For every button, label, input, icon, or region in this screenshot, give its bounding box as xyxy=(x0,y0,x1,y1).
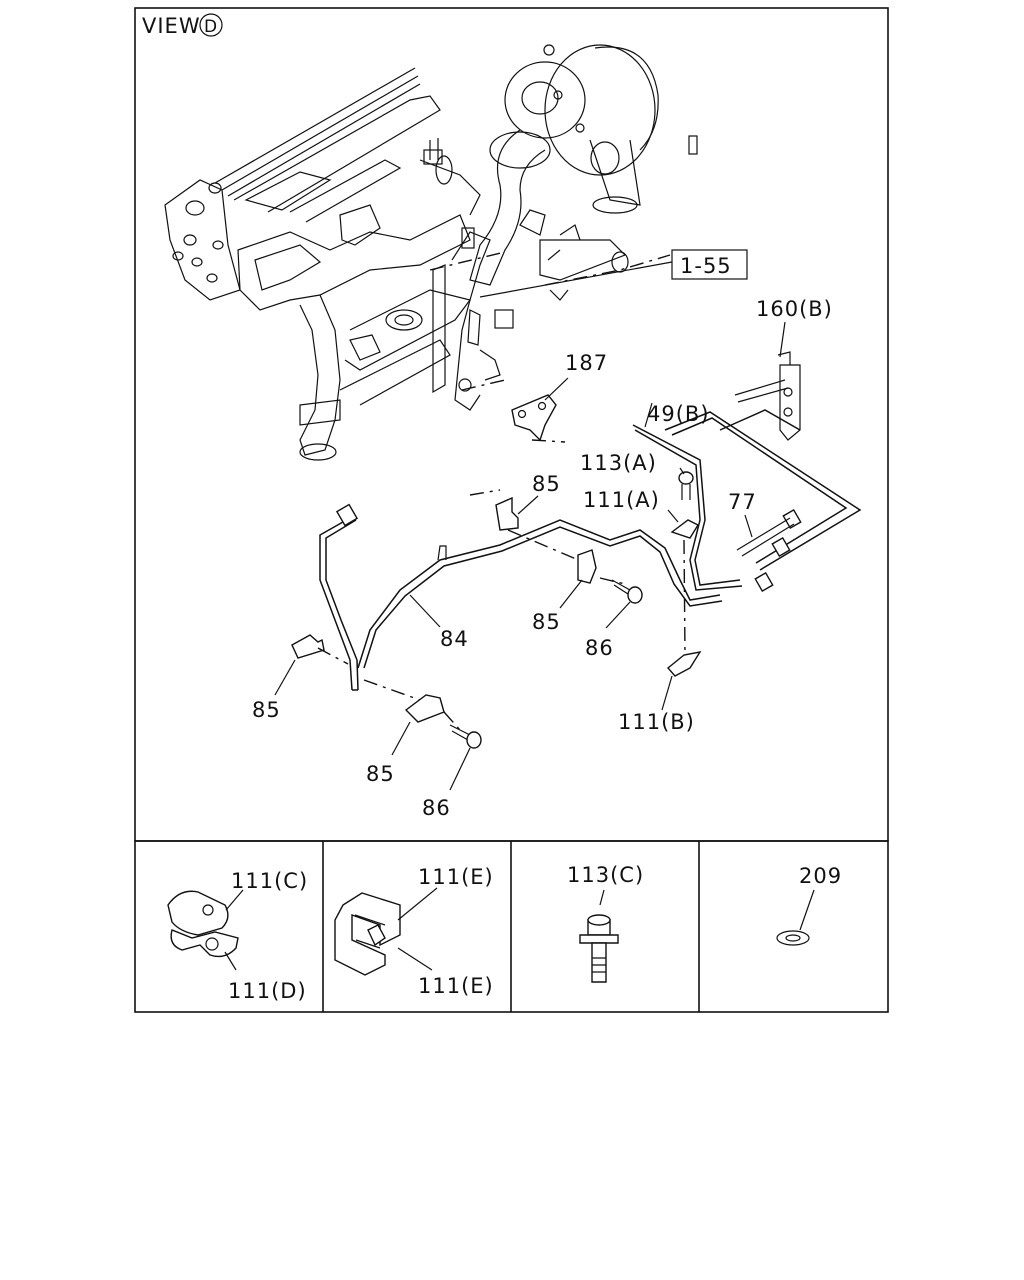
callout-84: 84 xyxy=(440,627,469,651)
callout-49b: 49(B) xyxy=(647,402,710,426)
callout-85-top: 85 xyxy=(532,472,561,496)
view-letter-circle xyxy=(199,13,223,37)
clamp-85-bottom xyxy=(404,694,461,731)
clip-111b xyxy=(666,651,702,677)
inset1-label-bottom: 111(D) xyxy=(228,979,307,1003)
callout-160b: 160(B) xyxy=(756,297,833,321)
clamp-85-top xyxy=(469,489,591,566)
engine-illustration xyxy=(164,44,698,461)
leader-lines xyxy=(274,261,786,791)
view-title: VIEW xyxy=(142,14,201,38)
bracket-187 xyxy=(511,394,566,443)
inset-bolt-113c: 113(C) xyxy=(567,863,644,983)
callout-77: 77 xyxy=(728,490,757,514)
bolt-86-bottom xyxy=(449,724,482,749)
callout-85-bottom: 85 xyxy=(366,762,395,786)
inset4-label: 209 xyxy=(799,864,842,888)
inset3-label: 113(C) xyxy=(567,863,644,887)
clamp-85-left xyxy=(291,634,421,701)
inset2-label-top: 111(E) xyxy=(418,865,494,889)
inset1-label-top: 111(C) xyxy=(231,869,308,893)
callout-86-bottom: 86 xyxy=(422,796,451,820)
callout-111b: 111(B) xyxy=(618,710,695,734)
clamp-85-mid xyxy=(577,549,626,585)
ref-box-1-55 xyxy=(671,249,748,280)
view-letter: D xyxy=(204,17,218,37)
inset-washer-209: 209 xyxy=(776,864,842,946)
callout-111a: 111(A) xyxy=(583,488,660,512)
callout-1-55: 1-55 xyxy=(680,254,732,278)
callout-187: 187 xyxy=(565,351,608,375)
inset-clamp-111c-111d: 111(C) 111(D) xyxy=(167,869,308,1003)
bolt-113a xyxy=(678,471,694,500)
inset-clip-111e: 111(E) 111(E) xyxy=(334,865,494,998)
bracket-160b xyxy=(734,351,801,441)
pipe-assembly-84 xyxy=(319,409,862,691)
inset2-label-bottom: 111(E) xyxy=(418,974,494,998)
callout-86-mid: 86 xyxy=(585,636,614,660)
callout-85-left: 85 xyxy=(252,698,281,722)
callout-113a: 113(A) xyxy=(580,451,657,475)
bolt-86-mid xyxy=(611,579,643,604)
clip-111a xyxy=(670,519,699,656)
callout-85-mid: 85 xyxy=(532,610,561,634)
